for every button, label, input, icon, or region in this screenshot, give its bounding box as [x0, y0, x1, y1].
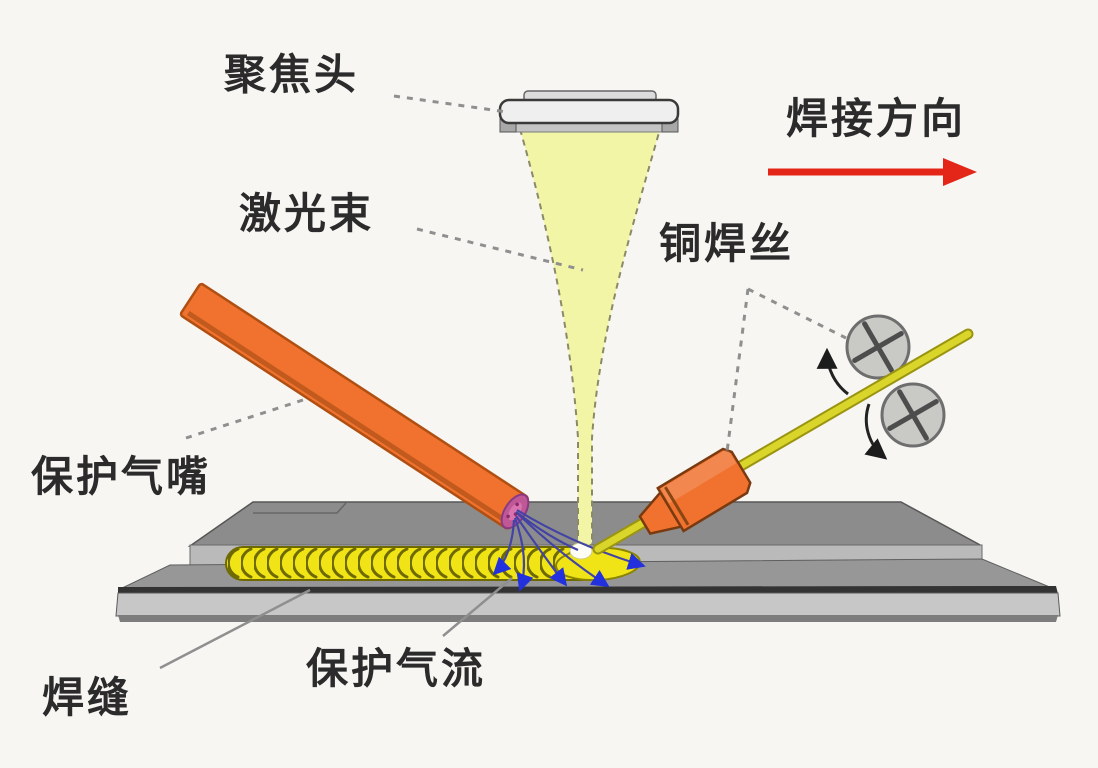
- leader-weld-seam: [159, 588, 311, 670]
- label-focusing-head: 聚焦头: [224, 51, 360, 98]
- leader-lines: [159, 94, 847, 670]
- leader-gas-nozzle: [185, 398, 304, 440]
- roller-rotation-arrow-bottom: [864, 403, 888, 460]
- roller-top: [845, 314, 911, 380]
- laser-beam-cone: [518, 128, 662, 558]
- shielding-gas-nozzle-tube: [179, 282, 530, 530]
- roller-rotation-arrow-top: [816, 347, 849, 396]
- weld-seam: [225, 546, 605, 581]
- label-shielding-gas-nozzle: 保护气嘴: [31, 453, 212, 500]
- leader-copper-wire-to-guide: [725, 288, 750, 453]
- label-weld-seam: 焊缝: [42, 674, 133, 721]
- welding-direction-arrow: [768, 158, 977, 186]
- leader-gas-flow: [442, 577, 513, 637]
- focusing-head: [498, 90, 680, 133]
- label-welding-direction: 焊接方向: [786, 95, 967, 142]
- roller-bottom: [880, 382, 946, 448]
- label-copper-wire: 铜焊丝: [659, 220, 795, 267]
- wire-feed-rollers: [816, 314, 946, 460]
- leader-focusing-head: [393, 94, 508, 114]
- leader-laser-beam: [416, 227, 584, 272]
- label-laser-beam: 激光束: [239, 190, 375, 237]
- label-shielding-gas-flow: 保护气流: [306, 645, 487, 692]
- leader-copper-wire-to-roller: [747, 287, 847, 340]
- shielding-gas-flow-lines: [492, 509, 646, 592]
- wire-guide: [638, 447, 752, 535]
